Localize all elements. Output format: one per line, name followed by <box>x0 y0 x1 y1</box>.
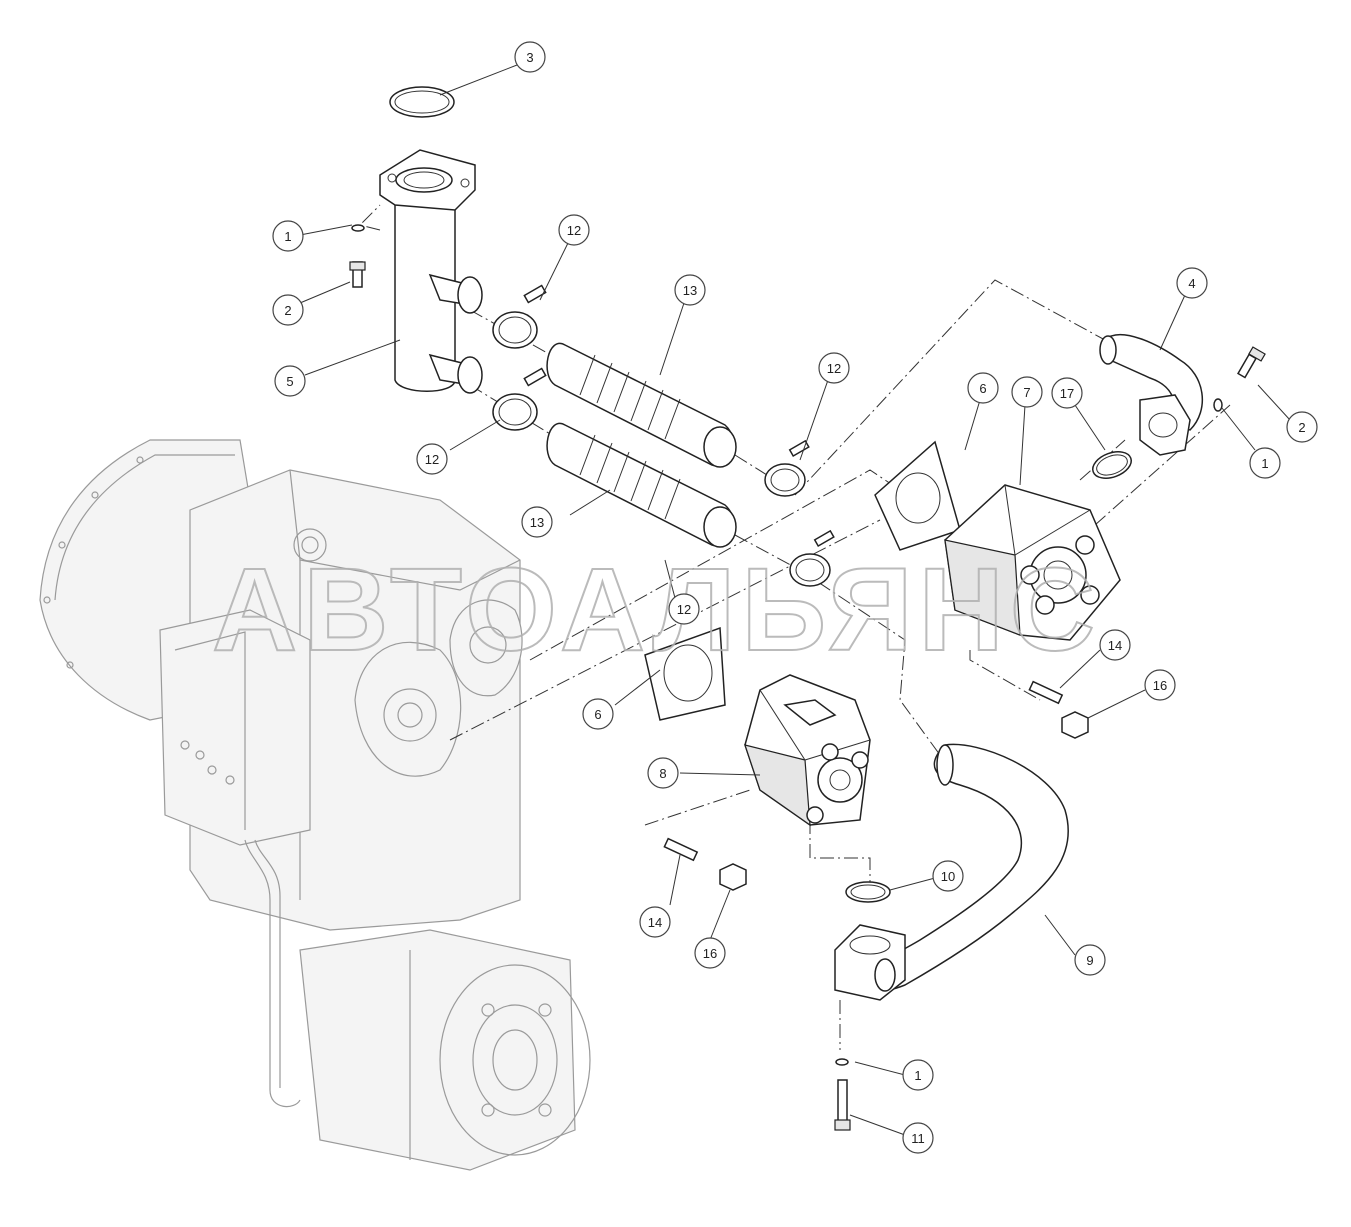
callout-16: 16 <box>694 937 726 969</box>
washer-bolt-right <box>1213 346 1266 412</box>
callout-12: 12 <box>668 593 700 625</box>
callout-label: 14 <box>1108 638 1122 653</box>
callout-4: 4 <box>1176 267 1208 299</box>
hydraulic-pump-part-8 <box>744 674 871 827</box>
transmission-housing <box>39 439 591 1171</box>
callout-11: 11 <box>902 1122 934 1154</box>
callout-label: 5 <box>286 374 293 389</box>
callout-label: 2 <box>284 303 291 318</box>
callout-16: 16 <box>1144 669 1176 701</box>
callout-label: 3 <box>526 50 533 65</box>
callout-13: 13 <box>674 274 706 306</box>
leader-lines <box>299 64 1291 1136</box>
o-ring-part-17 <box>1092 451 1132 479</box>
callout-6: 6 <box>582 698 614 730</box>
callout-label: 12 <box>425 452 439 467</box>
elbow-pipe-part-4 <box>1099 334 1204 456</box>
callout-label: 16 <box>703 946 717 961</box>
callout-label: 1 <box>1261 456 1268 471</box>
callout-10: 10 <box>932 860 964 892</box>
callout-label: 17 <box>1060 386 1074 401</box>
corrugated-hoses <box>546 342 737 548</box>
callout-label: 14 <box>648 915 662 930</box>
hydraulic-pump-part-7 <box>944 484 1121 641</box>
callout-label: 9 <box>1086 953 1093 968</box>
callout-2: 2 <box>1286 411 1318 443</box>
callout-14: 14 <box>639 906 671 938</box>
callout-label: 1 <box>284 229 291 244</box>
callout-7: 7 <box>1011 376 1043 408</box>
studs-and-nuts <box>663 680 1089 891</box>
callout-label: 2 <box>1298 420 1305 435</box>
callout-13: 13 <box>521 506 553 538</box>
callout-label: 13 <box>683 283 697 298</box>
gasket-lower <box>644 626 726 721</box>
callout-label: 16 <box>1153 678 1167 693</box>
callout-6: 6 <box>967 372 999 404</box>
hose-clamps <box>492 284 835 587</box>
o-ring-part-3 <box>389 86 455 118</box>
callout-8: 8 <box>647 757 679 789</box>
callout-label: 6 <box>979 381 986 396</box>
callout-label: 13 <box>530 515 544 530</box>
watermark-text: АВТОАЛЬЯНС <box>212 544 1101 676</box>
callout-14: 14 <box>1099 629 1131 661</box>
pressure-pipe-part-9 <box>834 743 1069 1001</box>
callout-label: 6 <box>594 707 601 722</box>
callout-label: 12 <box>827 361 841 376</box>
o-ring-part-10 <box>845 881 891 903</box>
washer-bolt-left <box>349 224 366 288</box>
callout-balloons: 3 1 2 5 12 12 13 13 12 12 4 2 1 6 7 17 6… <box>272 41 1318 1154</box>
callout-9: 9 <box>1074 944 1106 976</box>
callout-12: 12 <box>416 443 448 475</box>
callout-5: 5 <box>274 365 306 397</box>
callout-1: 1 <box>1249 447 1281 479</box>
washer-bolt-bottom <box>834 1058 851 1131</box>
callout-label: 4 <box>1188 276 1195 291</box>
callout-label: 11 <box>911 1131 925 1146</box>
callout-12: 12 <box>558 214 590 246</box>
gasket-upper <box>874 440 961 551</box>
callout-1: 1 <box>902 1059 934 1091</box>
suction-pipe-part-5 <box>379 149 483 394</box>
callout-label: 10 <box>941 869 955 884</box>
callout-label: 8 <box>659 766 666 781</box>
callout-12: 12 <box>818 352 850 384</box>
callout-1: 1 <box>272 220 304 252</box>
callout-label: 12 <box>567 223 581 238</box>
callout-label: 1 <box>914 1068 921 1083</box>
callout-label: 7 <box>1023 385 1030 400</box>
callout-3: 3 <box>514 41 546 73</box>
callout-label: 12 <box>677 602 691 617</box>
callout-2: 2 <box>272 294 304 326</box>
callout-17: 17 <box>1051 377 1083 409</box>
